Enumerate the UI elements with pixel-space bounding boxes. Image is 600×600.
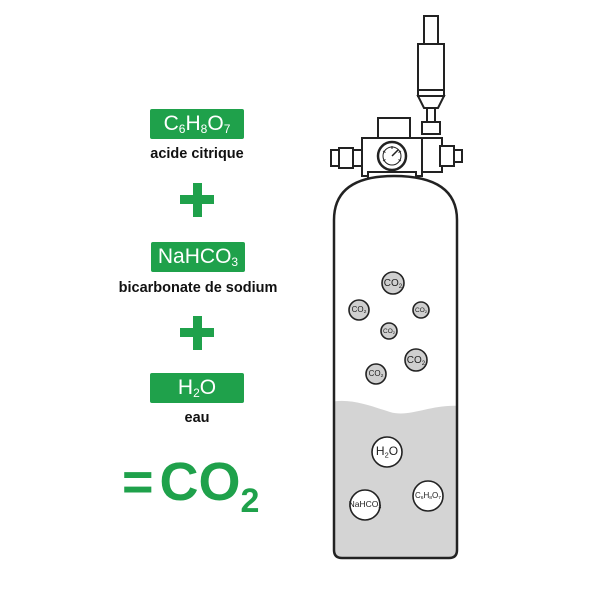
water-molecule-label: H2O: [376, 444, 398, 459]
plus-sign-1: [180, 183, 214, 217]
co2-bubble-6-label: CO2: [369, 369, 384, 379]
water-molecule: H2O: [371, 436, 403, 468]
water-formula-box: H2O: [150, 373, 244, 403]
sodium-bicarbonate-molecule: NaHCO3: [349, 489, 382, 521]
co2-bubble-3-label: CO2: [415, 307, 428, 314]
co2-bubble-4: CO2: [380, 322, 398, 340]
citric-acid-label: acide citrique: [150, 146, 244, 162]
result-formula: CO2: [159, 452, 260, 520]
citric-acid-formula-box: C6H8O7: [150, 109, 244, 139]
co2-bubble-6: CO2: [365, 363, 387, 385]
water-label: eau: [184, 410, 210, 426]
needle-valve: [416, 15, 446, 135]
sodium-bicarbonate-molecule-label: NaHCO3: [349, 499, 382, 511]
co2-bubble-5-label: CO2: [407, 355, 426, 367]
plus-sign-2: [180, 316, 214, 350]
citric-acid-molecule: C6H8O7: [412, 480, 444, 512]
liquid: [334, 401, 457, 558]
right-fitting: [419, 137, 463, 173]
equals-sign: =: [122, 452, 154, 512]
result-co2: =CO2: [122, 452, 259, 531]
co2-bubble-1: CO2: [381, 271, 405, 295]
co2-bubble-3: CO2: [412, 301, 430, 319]
sodium-bicarbonate-label: bicarbonate de sodium: [118, 280, 278, 296]
pressure-gauge-icon: [376, 140, 408, 172]
co2-bubble-1-label: CO2: [384, 278, 403, 290]
co2-bubble-2: CO2: [348, 299, 370, 321]
co2-bubble-2-label: CO2: [352, 305, 367, 315]
co2-bubble-4-label: CO2: [383, 328, 396, 335]
co2-bubble-5: CO2: [404, 348, 428, 372]
citric-acid-molecule-label: C6H8O7: [415, 491, 441, 501]
liquid-molecules: H2O NaHCO3 C6H8O7: [349, 436, 444, 521]
left-fitting: [330, 147, 364, 169]
sodium-bicarbonate-formula-box: NaHCO3: [151, 242, 245, 272]
